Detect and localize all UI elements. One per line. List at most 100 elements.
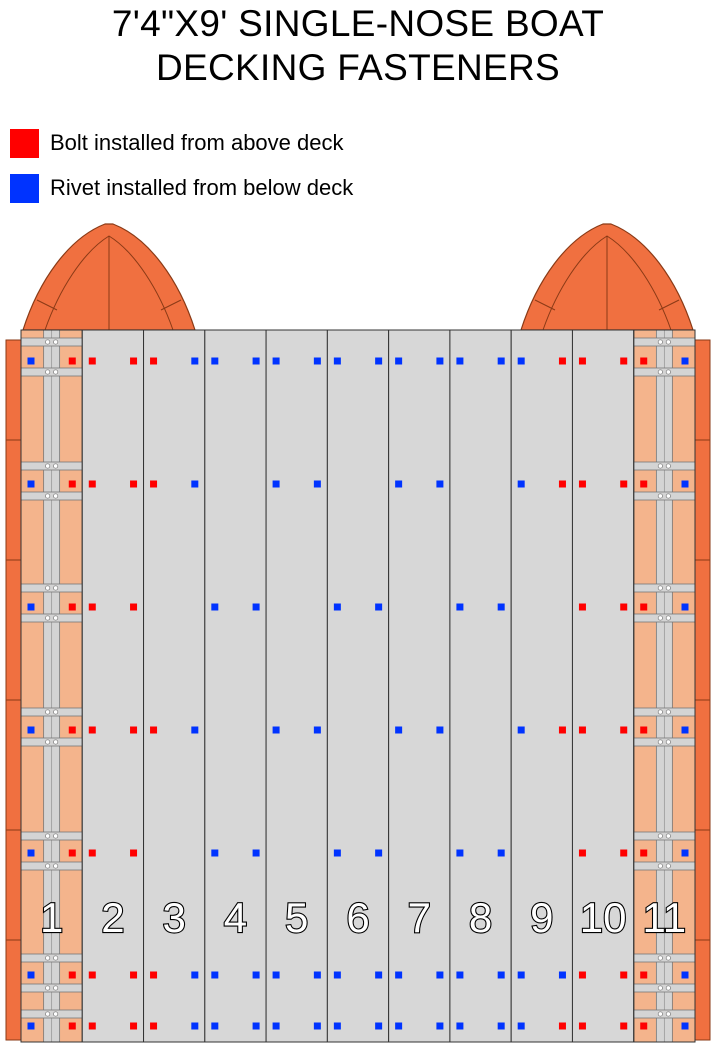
rivet-marker [191,480,199,488]
nose-seam [160,299,182,311]
bolt-marker [578,726,586,734]
title-line-1: 7'4"X9' SINGLE-NOSE BOAT [111,3,605,44]
rivet-marker [313,1022,321,1030]
frame-crossmember [633,337,696,347]
frame-crossmember [633,983,696,993]
pontoon-side [693,339,711,1041]
frame-bolt-hole [53,863,59,869]
bolt-marker [620,726,628,734]
frame-crossmember [633,953,696,963]
rivet-marker [252,971,260,979]
bolt-marker [88,480,96,488]
bolt-marker [620,480,628,488]
rivet-marker [681,357,689,365]
rivet-marker [211,849,219,857]
bolt-marker [640,971,648,979]
frame-bolt-hole [657,1011,663,1017]
rivet-marker [681,849,689,857]
frame-bolt-hole [665,1011,671,1017]
frame-crossmember [633,861,696,871]
rivet-marker [395,726,403,734]
frame-crossmember [20,953,83,963]
deck-planks [20,329,696,1043]
frame-bolt-hole [665,833,671,839]
frame-bolt-hole [665,585,671,591]
rivet-marker [252,357,260,365]
pontoon-side [5,339,23,1041]
bolt-marker [130,1022,138,1030]
bolt-marker [68,480,76,488]
frame-crossmember [20,337,83,347]
rivet-marker [27,1022,35,1030]
rivet-marker [27,480,35,488]
frame-crossmember [20,831,83,841]
rivet-marker [681,603,689,611]
rivet-marker [456,971,464,979]
frame-bolt-hole [665,863,671,869]
rivet-marker [681,1022,689,1030]
rivet-marker [272,1022,280,1030]
frame-bolt-hole [665,463,671,469]
frame-bolt-hole [45,863,51,869]
rivet-marker [395,1022,403,1030]
rivet-marker [436,357,444,365]
bolt-marker [68,726,76,734]
bolt-marker [578,480,586,488]
plank-number-10: 10 [580,894,627,941]
rivet-marker [272,726,280,734]
frame-bolt-hole [45,369,51,375]
bolt-marker [640,357,648,365]
bolt-marker [620,357,628,365]
frame-bolt-hole [657,339,663,345]
bolt-marker [88,357,96,365]
frame-bolt-hole [657,955,663,961]
rivet-swatch [10,173,39,203]
bolt-marker [88,726,96,734]
frame-crossmember [20,461,83,471]
frame-crossmember [633,737,696,747]
rivet-marker [272,357,280,365]
bolt-marker [68,849,76,857]
bolt-marker [558,357,566,365]
bolt-marker [578,849,586,857]
frame-bolt-hole [665,955,671,961]
rivet-marker [681,480,689,488]
frame-crossmember [20,583,83,593]
frame-crossmember [20,983,83,993]
rivet-marker [395,480,403,488]
frame-crossmember [633,367,696,377]
deck-plank-2 [81,329,145,1043]
frame-crossmember [633,707,696,717]
bolt-marker [578,357,586,365]
rivet-marker [313,971,321,979]
bolt-marker [68,603,76,611]
rivet-marker [211,971,219,979]
bolt-marker [640,603,648,611]
legend: Bolt installed from above deck Rivet ins… [10,128,353,218]
rivet-marker [191,1022,199,1030]
rivet-marker [191,971,199,979]
rivet-marker [497,603,505,611]
frame-bolt-hole [45,833,51,839]
frame-crossmember [20,367,83,377]
fasteners [27,357,689,1030]
hull-layer [5,223,711,1041]
rivet-marker [375,603,383,611]
rivet-marker [27,603,35,611]
frame-bolt-hole [657,739,663,745]
rivet-marker [436,971,444,979]
bolt-marker [130,603,138,611]
rivet-marker [497,849,505,857]
diagram-title: 7'4"X9' SINGLE-NOSE BOAT DECKING FASTENE… [0,2,716,90]
bolt-marker [150,480,158,488]
rivet-marker [497,971,505,979]
nose-seam [534,299,556,311]
frame-bolt-hole [657,463,663,469]
frame-crossmember [20,861,83,871]
rivet-marker [517,726,525,734]
rivet-marker [313,357,321,365]
bolt-marker [620,603,628,611]
bolt-marker [558,726,566,734]
plank-number-4: 4 [224,894,247,941]
